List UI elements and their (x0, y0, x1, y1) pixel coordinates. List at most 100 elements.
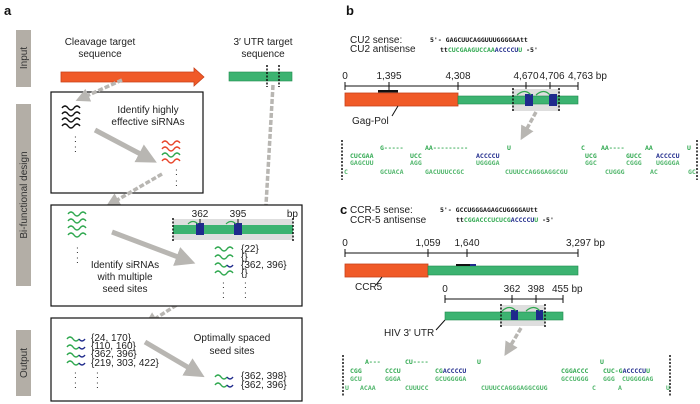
site-set: {362, 396} (241, 260, 287, 271)
ruler-tick: 4,670 (513, 71, 538, 82)
ccr5-sense-seq: 5'- GCCUGGGAGAGCUGGGGAUtt (440, 206, 538, 214)
ruler-tick: 0 (342, 71, 348, 82)
dashed-arrow (504, 327, 523, 357)
final-site-set: {362, 398} (241, 371, 287, 382)
ellipsis: : (74, 134, 77, 145)
ruler-tick: 398 (528, 284, 545, 295)
ellipsis: : (175, 167, 178, 178)
gagpol-ruler: 0 1,395 4,308 4,670 4,706 4,763 bp (342, 71, 607, 90)
seed-tick-395: 395 (230, 209, 247, 220)
ccr5-sense-label: CCR-5 sense: (350, 205, 413, 216)
sirna-site-list: {22} {} {362, 396} {} : : : : (215, 244, 287, 301)
ellipsis: : (96, 380, 99, 391)
site-set: {22} (241, 244, 259, 255)
ellipsis: : (76, 245, 79, 256)
site-set: {362, 396} (91, 349, 137, 360)
step2-label-3: seed sites (102, 284, 147, 295)
utr-label-2: sequence (241, 49, 285, 60)
site-set: {110, 160} (91, 341, 137, 352)
step3-label-2: seed sites (209, 346, 254, 357)
utr-label-1: 3′ UTR target (233, 37, 292, 48)
ruler-tick: 3,297 bp (566, 238, 605, 249)
ellipsis: : (74, 144, 77, 155)
cu2-sense-seq: 5'- GAGCUUCAGGUUUGGGGAAtt (430, 36, 528, 44)
ccr5-cds-bar (344, 263, 429, 278)
ruler-tick: 455 bp (552, 284, 583, 295)
ellipsis: : (74, 380, 77, 391)
step-arrow (93, 127, 157, 163)
step2-label-1: Identify siRNAs (91, 260, 159, 271)
site-set: {} (241, 268, 248, 279)
cleavage-label-1: Cleavage target (65, 37, 136, 48)
ruler-tick: 362 (504, 284, 521, 295)
cu2-antisense-label: CU2 antisense (350, 44, 416, 55)
panel-label-a: a (4, 3, 12, 18)
ellipsis: : (244, 290, 247, 301)
ellipsis: : (244, 280, 247, 291)
stage-label-design: Bi-functional design (19, 151, 30, 238)
stage-input: Input (16, 30, 31, 87)
hiv-utr-bar (444, 311, 564, 321)
panel-label-b: b (346, 3, 354, 18)
dashed-arrow (520, 111, 538, 141)
stage-label-output: Output (19, 348, 30, 378)
ruler-tick: 4,308 (445, 71, 470, 82)
ellipsis: : (76, 255, 79, 266)
ellipsis: : (222, 290, 225, 301)
ccr5-antisense-seq: ttCGGACCCUCUCGACCCCUU -5' (456, 216, 554, 224)
final-site-set: {362, 396} (241, 380, 287, 391)
cleavage-label-2: sequence (78, 49, 122, 60)
panel-label-c: c (340, 202, 347, 217)
site-set: {24, 170} (91, 333, 132, 344)
ruler-tick: 1,395 (376, 71, 401, 82)
ccr5-label: CCR5 (355, 282, 383, 293)
step2-label-2: with multiple (96, 272, 152, 283)
seed-tick-362: 362 (192, 209, 209, 220)
ellipsis: : (175, 178, 178, 189)
step3-label-1: Optimally spaced (194, 333, 271, 344)
bp-unit: bp (287, 209, 299, 220)
cu2-antisense-seq: ttCUCGAAGUCCAAACCCCUU -5' (440, 46, 538, 54)
ellipsis: : (222, 280, 225, 291)
cu2-sense-label: CU2 sense: (350, 35, 402, 46)
stage-label-input: Input (19, 47, 30, 69)
ellipsis: : (96, 370, 99, 381)
dashed-arrow (75, 78, 123, 102)
ruler-tick: 4,763 bp (568, 71, 607, 82)
ruler-tick: 0 (442, 284, 448, 295)
gag-pol-label: Gag-Pol (352, 116, 389, 127)
svg-text:A---CU----UU: A---CU----UU (365, 358, 604, 366)
ruler-tick: 1,640 (454, 238, 479, 249)
utr-seed-map: 362 395 bp (172, 209, 299, 241)
output-site-list: {24, 170} {110, 160} {362, 396} {219, 30… (67, 333, 160, 391)
site-set: {219, 303, 422} (91, 358, 160, 369)
ccr5-ruler: 0 1,059 1,640 3,297 bp (342, 238, 605, 257)
hiv-utr-ruler: 0 362 398 455 bp (442, 284, 583, 303)
stage-output: Output (16, 330, 31, 396)
step-arrow (111, 229, 196, 266)
gag-pol-bar (344, 92, 459, 107)
dashed-arrow (258, 84, 275, 229)
ruler-tick: 0 (342, 238, 348, 249)
site-set: {} (241, 252, 248, 263)
ruler-tick: 1,059 (415, 238, 440, 249)
step-arrow (143, 339, 205, 378)
step1-label-2: effective siRNAs (111, 117, 184, 128)
ruler-tick: 4,706 (539, 71, 564, 82)
stage-design: Bi-functional design (16, 104, 31, 286)
utr-target-bar (228, 71, 293, 82)
ccr5-antisense-label: CCR-5 antisense (350, 215, 427, 226)
utr-bar (457, 95, 579, 105)
ccr5-utr-bar (427, 265, 579, 276)
cleavage-target-arrow (60, 67, 205, 87)
